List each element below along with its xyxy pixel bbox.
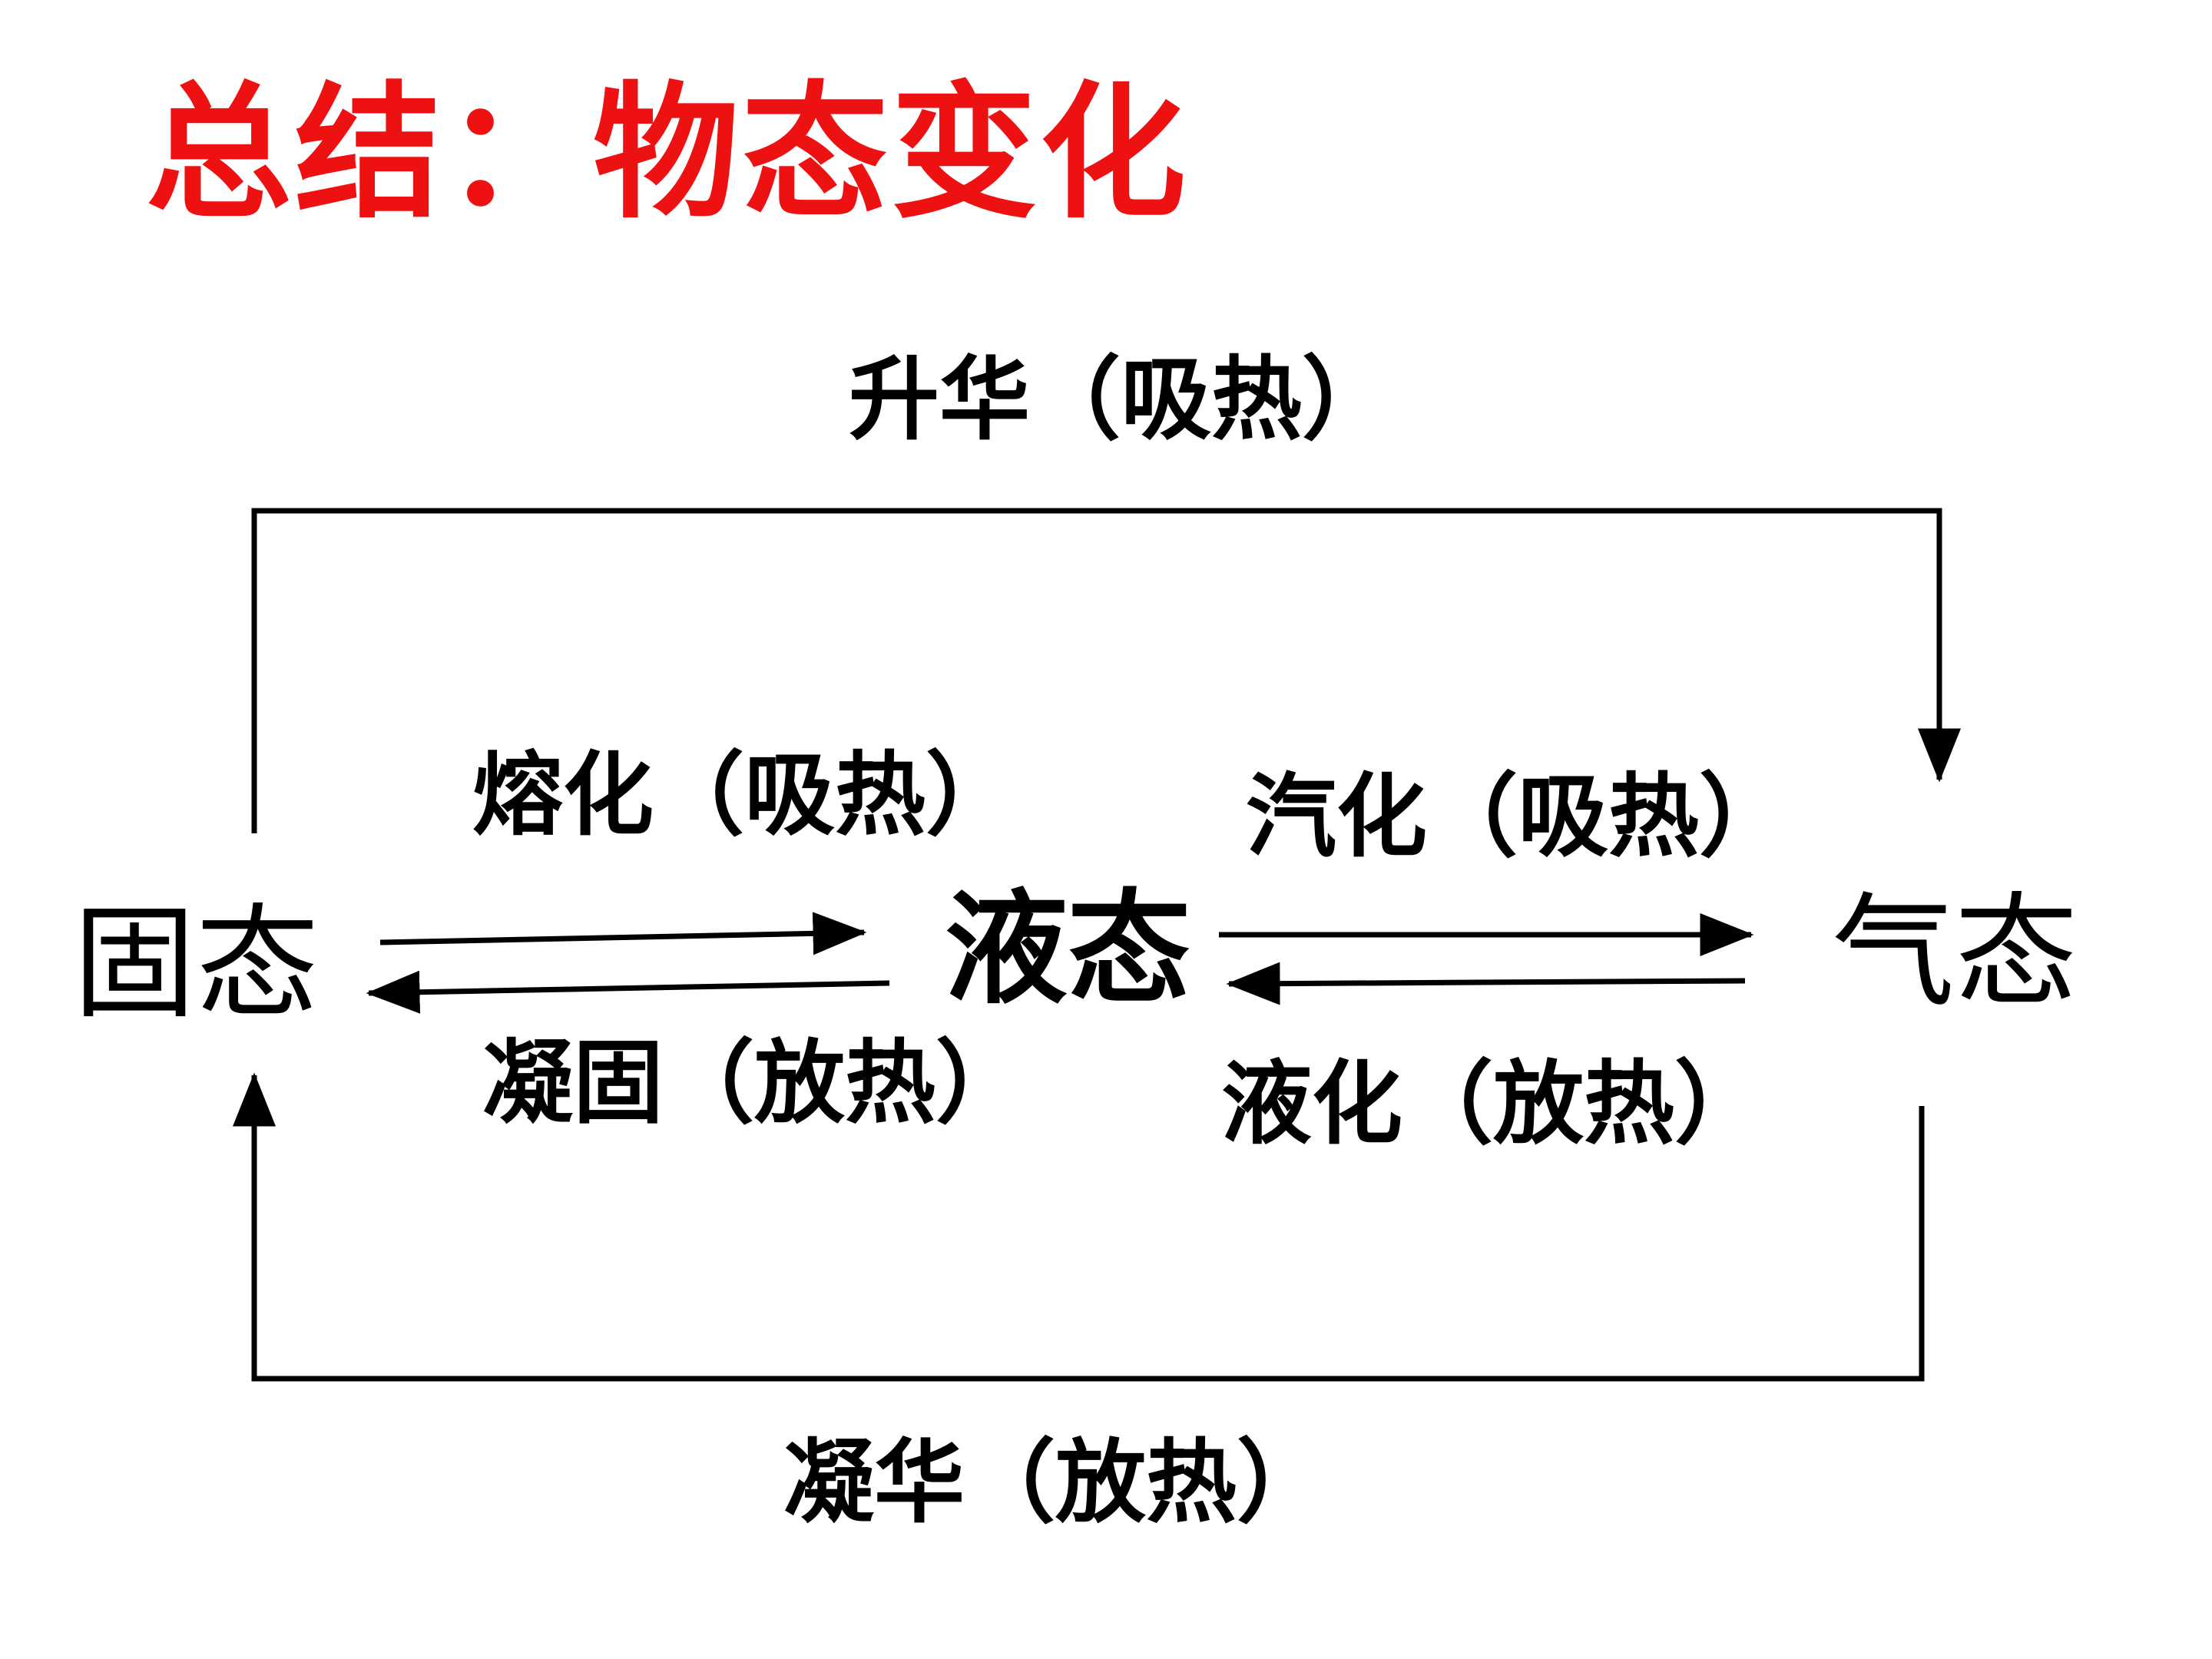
label-liquefaction: 液化（放热）: [1221, 1050, 1766, 1157]
label-sublimation: 升华（吸热）: [849, 346, 1393, 452]
melting-arrow: [379, 912, 867, 955]
solidification-arrow: [366, 970, 890, 1014]
state-solid: 固态: [73, 892, 320, 1035]
label-deposition: 凝华（放热）: [783, 1429, 1328, 1535]
deposition-arrow: [233, 1072, 1925, 1382]
label-vaporization: 汽化（吸热）: [1246, 763, 1790, 869]
label-solidification: 凝固（放热）: [482, 1029, 1027, 1136]
label-melting: 熔化（吸热）: [472, 741, 1017, 848]
state-gas: 气态: [1832, 880, 2078, 1024]
liquefaction-arrow: [1226, 962, 1746, 1005]
sublimation-arrow: [251, 508, 1961, 833]
state-liquid: 液态: [945, 876, 1191, 1021]
slide-title: 总结：物态变化: [146, 68, 1190, 238]
